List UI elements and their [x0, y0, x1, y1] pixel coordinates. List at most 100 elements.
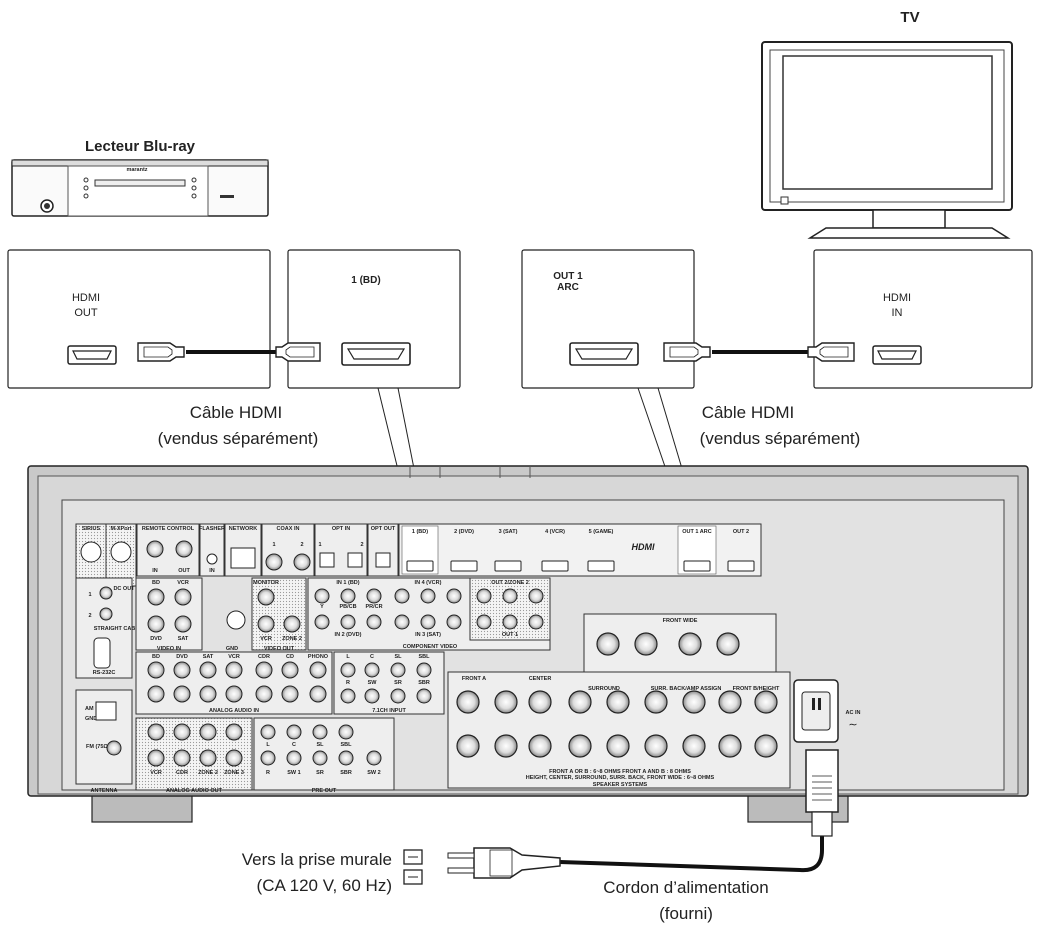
- pre-out-group-label: PRE OUT: [312, 788, 337, 794]
- tv-hdmi-port: [872, 345, 922, 365]
- speaker-systems-group: FRONT WIDE FRONT A CENTER SURROUND SURR.…: [447, 613, 791, 789]
- label-mxport: M-XPort: [110, 526, 131, 532]
- bluray-disc-tray: [94, 179, 186, 187]
- speaker-impedance-2: HEIGHT, CENTER, SURROUND, SURR. BACK, FR…: [526, 775, 715, 781]
- bluray-player: Lecteur Blu-ray marantz: [11, 138, 269, 217]
- ch71-l: L: [346, 654, 350, 660]
- audio-out-zone2: ZONE 2: [198, 770, 218, 776]
- speaker-impedance-1: FRONT A OR B : 6~8 OHMS FRONT A AND B : …: [549, 769, 691, 775]
- video-out-vcr: VCR: [260, 636, 272, 642]
- cable-right-line1: Câble HDMI: [702, 403, 795, 422]
- label-remote-in: IN: [152, 568, 158, 574]
- video-in-group: BD VCR DVD SAT VIDEO IN: [135, 577, 203, 652]
- bd-hdmi-out-line1: HDMI: [72, 292, 100, 304]
- label-flasher: FLASHER: [199, 526, 225, 532]
- audio-in-group-label: ANALOG AUDIO IN: [209, 708, 259, 714]
- audio-out-cdr: CDR: [176, 770, 188, 776]
- power-plug-wall-end: [447, 847, 561, 879]
- cable-left-line1: Câble HDMI: [190, 403, 283, 422]
- left-column: 1 2 DC OUT STRAIGHT CABLE RS-232C AM GND…: [75, 577, 143, 794]
- antenna-group-label: ANTENNA: [91, 788, 118, 794]
- pre-out-sl: SL: [316, 742, 324, 748]
- svg-text:∼: ∼: [848, 719, 857, 731]
- audio-in-dvd: DVD: [176, 654, 188, 660]
- audio-in-cd: CD: [286, 654, 294, 660]
- top-connector-row: SIRIUS M-XPort REMOTE CONTROL IN OUT FLA…: [75, 523, 762, 587]
- pre-out-sw2: SW 2: [367, 770, 380, 776]
- pre-out-sbr: SBR: [340, 770, 352, 776]
- avr-hdmi-in-label: 1 (BD): [351, 275, 380, 286]
- ac-inlet: AC IN ∼: [793, 679, 861, 743]
- pre-out-sr: SR: [316, 770, 324, 776]
- avr-hdmi-in-port: [341, 342, 411, 366]
- component-video-group: IN 1 (BD) IN 4 (VCR) OUT 2/ZONE 2 IN 2 (…: [307, 577, 551, 651]
- hdmi-plug-left-a: [137, 342, 185, 362]
- audio-in-sat: SAT: [203, 654, 214, 660]
- callout-avr-hdmi-out: OUT 1 ARC: [521, 249, 695, 389]
- audio-in-phono: PHONO: [308, 654, 329, 660]
- bluray-title: Lecteur Blu-ray: [85, 138, 196, 155]
- pre-out-group: L C SL SBL R SW 1 SR SBR SW 2 PRE OUT: [253, 717, 395, 794]
- component-in2: IN 2 (DVD): [335, 632, 362, 638]
- speaker-systems-label: SPEAKER SYSTEMS: [593, 782, 648, 788]
- ch71-c: C: [370, 654, 374, 660]
- wall-outlet: [403, 849, 423, 885]
- callout-tv-hdmi-in: HDMI IN: [813, 249, 1033, 389]
- ch71-sl: SL: [394, 654, 402, 660]
- ch71-r: R: [346, 680, 350, 686]
- avr-out1-line2: ARC: [557, 282, 579, 293]
- label-network: NETWORK: [229, 526, 257, 532]
- ch71-group-label: 7.1CH INPUT: [372, 708, 406, 714]
- speaker-center-label: CENTER: [529, 676, 552, 682]
- power-plug-inlet-end: [805, 749, 839, 813]
- wall-outlet-line2: (CA 120 V, 60 Hz): [257, 876, 392, 895]
- tv-screen-inner: [782, 55, 993, 190]
- audio-out-group-label: ANALOG AUDIO OUT: [166, 788, 223, 794]
- ch71-sbr: SBR: [418, 680, 430, 686]
- label-opt-1: 1: [318, 542, 321, 548]
- gnd-label: GND: [226, 646, 238, 652]
- hdmi-in-4-label: 4 (VCR): [545, 529, 565, 535]
- label-flasher-in: IN: [209, 568, 215, 574]
- pre-out-sbl: SBL: [341, 742, 353, 748]
- hdmi-out-2-label: OUT 2: [733, 529, 749, 535]
- label-opt-2: 2: [360, 542, 363, 548]
- dc-out-label: DC OUT: [113, 586, 135, 592]
- video-in-dvd: DVD: [150, 636, 162, 642]
- avr-hdmi-out-port: [569, 342, 639, 366]
- component-group-label: COMPONENT VIDEO: [403, 644, 458, 650]
- audio-in-bd: BD: [152, 654, 160, 660]
- avr-out1-line1: OUT 1: [553, 271, 583, 282]
- antenna-fm-label: FM (75Ω): [86, 744, 110, 750]
- tv-title: TV: [900, 9, 919, 26]
- video-in-vcr: VCR: [177, 580, 189, 586]
- bluray-logo: marantz: [126, 167, 147, 173]
- hdmi-plug-left-b: [275, 342, 321, 362]
- component-in3: IN 3 (SAT): [415, 632, 441, 638]
- pre-out-sw1: SW 1: [287, 770, 300, 776]
- analog-audio-in-group: BD DVD SAT VCR CDR CD PHONO ANALOG AUDIO…: [135, 651, 333, 715]
- hdmi-plug-right-a: [663, 342, 711, 362]
- power-cord-line2: (fourni): [659, 904, 713, 923]
- component-in1: IN 1 (BD): [336, 580, 359, 586]
- audio-out-vcr: VCR: [150, 770, 162, 776]
- component-out2: OUT 2/ZONE 2: [491, 580, 529, 586]
- pre-out-c: C: [292, 742, 296, 748]
- video-out-monitor: MONITOR: [253, 580, 279, 586]
- gnd-terminal: GND: [226, 610, 246, 652]
- audio-in-cdr: CDR: [258, 654, 270, 660]
- tv-stand: [807, 227, 1011, 239]
- tv-neck: [872, 209, 946, 229]
- speaker-front-b-label: FRONT B/HEIGHT: [733, 686, 780, 692]
- straight-cable-label: STRAIGHT CABLE: [94, 626, 143, 632]
- tv-hdmi-in-line1: HDMI: [883, 292, 911, 304]
- label-coax-in: COAX IN: [277, 526, 300, 532]
- component-pb: PB/CB: [339, 604, 356, 610]
- ch71-input-group: L C SL SBL R SW SR SBR 7.1CH INPUT: [333, 651, 445, 715]
- component-y: Y: [320, 604, 324, 610]
- label-remote-control: REMOTE CONTROL: [142, 526, 195, 532]
- pre-out-r: R: [266, 770, 270, 776]
- pre-out-l: L: [266, 742, 270, 748]
- speaker-surround-label: SURROUND: [588, 686, 620, 692]
